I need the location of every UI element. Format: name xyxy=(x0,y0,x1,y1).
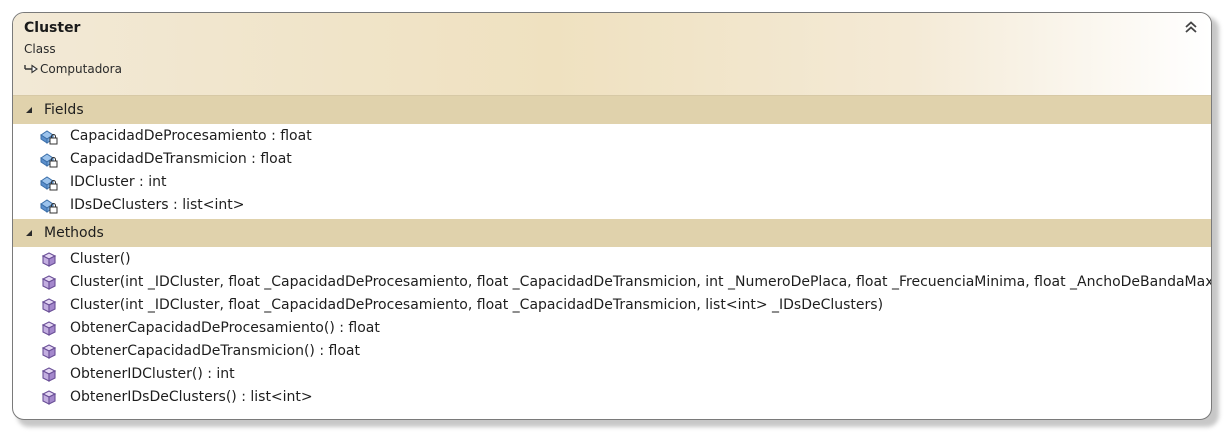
method-cube-icon xyxy=(41,390,57,405)
method-text: Cluster(int _IDCluster, float _Capacidad… xyxy=(70,297,884,313)
methods-list: Cluster() Cluster(int _IDCluster, float … xyxy=(13,248,1211,409)
method-cube-icon xyxy=(41,344,57,359)
method-item[interactable]: Cluster(int _IDCluster, float _Capacidad… xyxy=(13,294,1211,317)
class-name: Cluster xyxy=(24,20,81,36)
method-text: ObtenerIDsDeClusters() : list<int> xyxy=(70,389,313,405)
expanded-triangle-icon[interactable] xyxy=(25,229,33,237)
field-item[interactable]: CapacidadDeProcesamiento : float xyxy=(13,125,1211,148)
method-item[interactable]: ObtenerCapacidadDeProcesamiento() : floa… xyxy=(13,317,1211,340)
method-item[interactable]: ObtenerIDCluster() : int xyxy=(13,363,1211,386)
field-item[interactable]: IDsDeClusters : list<int> xyxy=(13,194,1211,217)
private-field-icon xyxy=(40,153,58,168)
fields-list: CapacidadDeProcesamiento : float Capacid… xyxy=(13,125,1211,217)
fields-section-header[interactable]: Fields xyxy=(13,96,1211,124)
private-field-icon xyxy=(40,176,58,191)
methods-section-label: Methods xyxy=(44,225,104,241)
method-item[interactable]: Cluster(int _IDCluster, float _Capacidad… xyxy=(13,271,1211,294)
class-base-type: Computadora xyxy=(24,62,122,76)
method-item[interactable]: ObtenerCapacidadDeTransmicion() : float xyxy=(13,340,1211,363)
double-chevron-up-icon[interactable] xyxy=(1183,19,1199,35)
field-item[interactable]: CapacidadDeTransmicion : float xyxy=(13,148,1211,171)
method-cube-icon xyxy=(41,252,57,267)
method-cube-icon xyxy=(41,321,57,336)
method-cube-icon xyxy=(41,298,57,313)
base-class-name: Computadora xyxy=(40,62,122,76)
method-text: Cluster(int _IDCluster, float _Capacidad… xyxy=(70,274,1212,290)
private-field-icon xyxy=(40,199,58,214)
method-cube-icon xyxy=(41,275,57,290)
field-item[interactable]: IDCluster : int xyxy=(13,171,1211,194)
method-cube-icon xyxy=(41,367,57,382)
expanded-triangle-icon[interactable] xyxy=(25,106,33,114)
field-text: CapacidadDeProcesamiento : float xyxy=(70,128,312,144)
field-text: IDsDeClusters : list<int> xyxy=(70,197,245,213)
private-field-icon xyxy=(40,130,58,145)
method-text: ObtenerCapacidadDeProcesamiento() : floa… xyxy=(70,320,380,336)
class-header[interactable]: Cluster Class Computadora xyxy=(13,13,1211,96)
class-kind: Class xyxy=(24,42,56,56)
method-item[interactable]: Cluster() xyxy=(13,248,1211,271)
fields-section-label: Fields xyxy=(44,102,84,118)
field-text: IDCluster : int xyxy=(70,174,167,190)
method-text: ObtenerCapacidadDeTransmicion() : float xyxy=(70,343,360,359)
methods-section-header[interactable]: Methods xyxy=(13,219,1211,247)
method-text: Cluster() xyxy=(70,251,131,267)
method-item[interactable]: ObtenerIDsDeClusters() : list<int> xyxy=(13,386,1211,409)
field-text: CapacidadDeTransmicion : float xyxy=(70,151,292,167)
inheritance-arrow-icon xyxy=(24,64,38,74)
class-shape-cluster[interactable]: Cluster Class Computadora Fields xyxy=(12,12,1212,420)
method-text: ObtenerIDCluster() : int xyxy=(70,366,235,382)
